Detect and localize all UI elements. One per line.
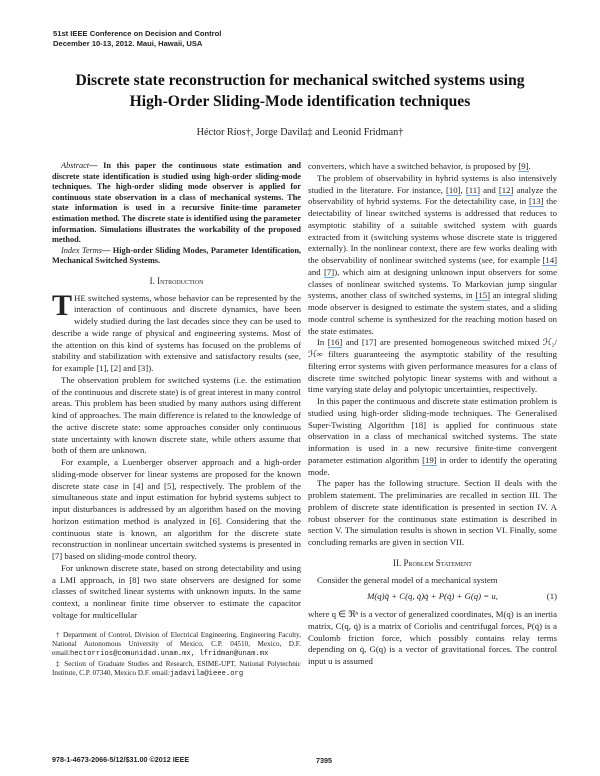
authors: Héctor Ríos†, Jorge Davila‡ and Leonid F…	[196, 127, 404, 138]
left-column: Abstract— In this paper the continuous s…	[52, 161, 301, 679]
paragraph: Consider the general model of a mechanic…	[308, 575, 557, 587]
footnote-affiliation-1: † Department of Control, Division of Ele…	[52, 630, 301, 658]
section-heading-problem-statement: II. Problem Statement	[308, 558, 557, 570]
text-run: and [17] are presented homogeneous switc…	[308, 337, 557, 395]
text-run: HE switched systems, whose behavior can …	[52, 292, 301, 374]
section-title: Introduction	[157, 275, 204, 286]
text-run: The observation problem for switched sys…	[52, 374, 301, 456]
text-run: in order to identify the operating mode.	[308, 454, 558, 477]
text-run: and	[480, 184, 499, 195]
section-number: II.	[393, 557, 402, 568]
abstract-label: Abstract	[61, 161, 90, 170]
equation-text: M(q)q̈ + C(q, q̇)q̇ + P(q̇) + G(q) = u,	[367, 591, 498, 602]
paper-title: Discrete state reconstruction for mechan…	[20, 71, 580, 112]
title-line-2: High-Order Sliding-Mode identification t…	[129, 92, 471, 110]
text-run: For unknown discrete state, based on str…	[52, 562, 301, 620]
isbn-copyright: 978-1-4673-2066-5/12/$31.00 ©2012 IEEE	[52, 755, 190, 764]
paragraph: For example, a Luenberger observer appro…	[52, 457, 301, 563]
citation-link[interactable]: [12]	[498, 184, 514, 196]
text-run: where q ∈ ℜⁿ is a vector of generalized …	[308, 609, 557, 666]
text-run: the detectability of linear switched sys…	[308, 196, 557, 265]
paragraph: converters, which have a switched behavi…	[308, 161, 557, 173]
problem-statement-body: Consider the general model of a mechanic…	[308, 575, 557, 587]
footnotes: † Department of Control, Division of Ele…	[52, 631, 301, 679]
text-run: analyze the observability of hybrid syst…	[308, 184, 558, 207]
citation-link[interactable]: [19]	[422, 454, 437, 466]
text-run: ), which aim at designing unknown input …	[308, 266, 557, 301]
abstract: Abstract— In this paper the continuous s…	[52, 161, 301, 267]
citation-link[interactable]: [11]	[465, 184, 481, 196]
text-run: converters, which have a switched behavi…	[308, 161, 519, 171]
title-line-1: Discrete state reconstruction for mechan…	[75, 72, 525, 89]
text-run: The paper has the following structure. S…	[308, 478, 557, 547]
text-run: Consider the general model of a mechanic…	[317, 574, 498, 585]
abstract-text: — In this paper the continuous state est…	[52, 161, 301, 245]
drop-cap: T	[52, 288, 73, 322]
text-run: The problem of observability in hybrid s…	[308, 172, 557, 195]
citation-link[interactable]: [9]	[518, 161, 529, 172]
citation-link[interactable]: [14]	[542, 255, 557, 266]
footnote-affiliation-2: ‡ Section of Graduate Studies and Resear…	[52, 659, 301, 677]
citation-link[interactable]: [7]	[323, 266, 335, 278]
footnote-email-2: jadavila@ieee.org	[169, 669, 244, 678]
page-number: 7395	[316, 756, 332, 765]
text-run: ,	[460, 184, 466, 195]
text-run: In	[317, 337, 328, 348]
equation-1: M(q)q̈ + C(q, q̇)q̇ + P(q̇) + G(q) = u, (…	[308, 591, 557, 603]
conference-name: 51st IEEE Conference on Decision and Con…	[53, 29, 222, 38]
paragraph: For unknown discrete state, based on str…	[52, 563, 301, 622]
text-run: and	[308, 266, 324, 277]
index-terms-text: — High-order Sliding Modes, Parameter Id…	[52, 245, 302, 266]
equation-number: (1)	[546, 591, 557, 602]
index-terms-label: Index Terms	[61, 245, 102, 255]
paragraph: In [16] and [17] are presented homogeneo…	[308, 337, 557, 396]
paragraph: where q ∈ ℜⁿ is a vector of generalized …	[308, 609, 557, 668]
citation-link[interactable]: [16]	[327, 337, 343, 349]
conference-date: December 10-13, 2012. Maui, Hawaii, USA	[53, 38, 203, 48]
citation-link[interactable]: [10]	[445, 184, 461, 196]
text-run: For example, a Luenberger observer appro…	[52, 457, 301, 562]
problem-statement-body-continued: where q ∈ ℜⁿ is a vector of generalized …	[308, 609, 557, 668]
section-title: Problem Statement	[403, 557, 472, 568]
right-column: converters, which have a switched behavi…	[308, 161, 557, 668]
text-run: In this paper the continuous and discret…	[308, 396, 557, 465]
footnote-emails-1: hectorrios@comunidad.unam.mx, lfridman@u…	[69, 650, 269, 659]
citation-link[interactable]: [13]	[528, 196, 544, 208]
paragraph: The paper has the following structure. S…	[308, 478, 557, 549]
paragraph: In this paper the continuous and discret…	[308, 396, 557, 478]
text-run: an integral sliding mode observer is des…	[308, 290, 557, 336]
paragraph: The problem of observability in hybrid s…	[308, 173, 557, 338]
conference-header: 51st IEEE Conference on Decision and Con…	[53, 29, 221, 48]
citation-link[interactable]: [15]	[475, 290, 490, 302]
text-run: .	[528, 161, 531, 171]
section-heading-introduction: I. Introduction	[52, 276, 301, 288]
introduction-body-continued: converters, which have a switched behavi…	[308, 161, 557, 549]
paragraph: The observation problem for switched sys…	[52, 375, 301, 457]
section-number: I.	[149, 275, 155, 286]
